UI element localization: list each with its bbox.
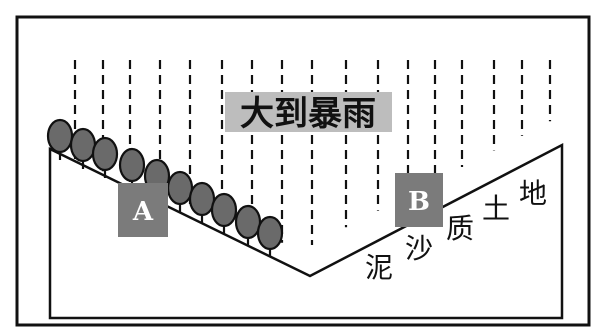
tree-row [46, 118, 284, 257]
tree-crown [46, 118, 74, 154]
tree-crown [188, 181, 216, 217]
label-a-text: A [132, 197, 154, 227]
tree-crown [69, 127, 97, 163]
soil-char-2: 沙 [405, 232, 433, 265]
label-b-text: B [408, 187, 430, 217]
title-background [225, 92, 392, 132]
tree-crown [118, 147, 146, 183]
tree-crown [91, 136, 119, 172]
label-a-box [118, 183, 168, 237]
label-b-box [395, 173, 443, 227]
tree-crown [210, 192, 238, 228]
terrain-slopes [48, 142, 564, 320]
soil-char-4: 土 [482, 192, 510, 225]
tree-crown [256, 215, 284, 251]
label-a: A [118, 183, 168, 237]
soil-char-5: 地 [519, 177, 547, 210]
soil-char-1: 泥 [365, 251, 393, 284]
tree-crown [234, 204, 262, 240]
soil-char-3: 质 [446, 212, 474, 245]
label-b: B [395, 173, 443, 227]
title-text: 大到暴雨 [240, 94, 376, 134]
tree-crown [166, 170, 194, 206]
